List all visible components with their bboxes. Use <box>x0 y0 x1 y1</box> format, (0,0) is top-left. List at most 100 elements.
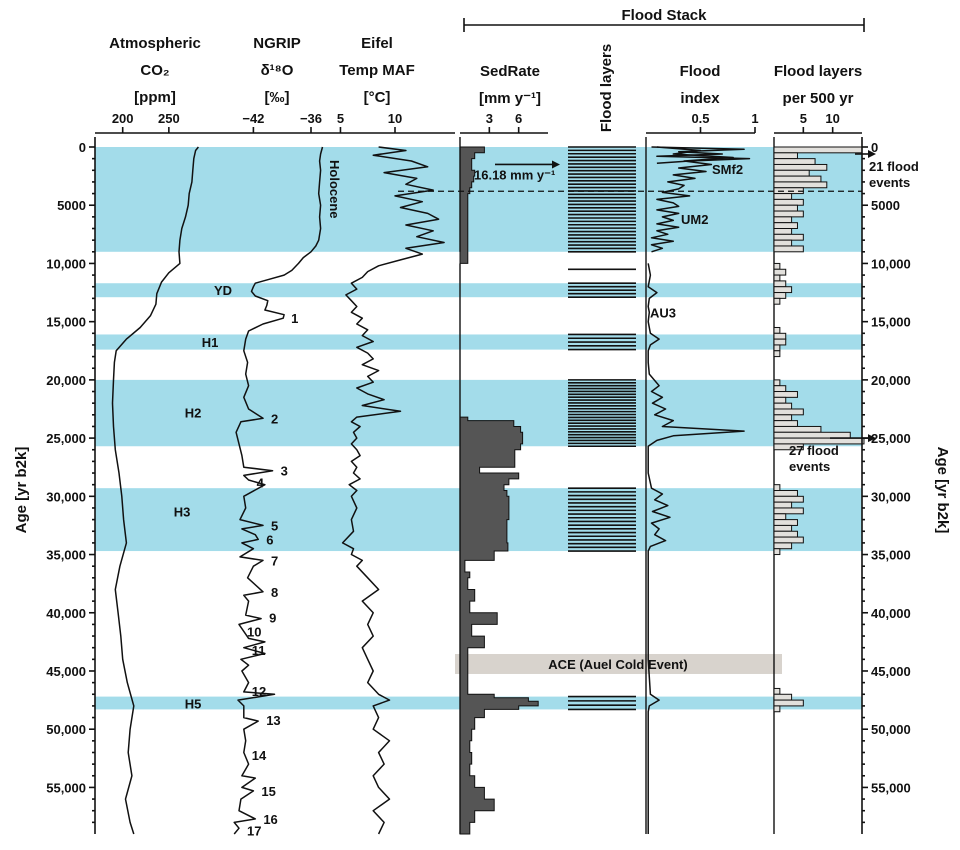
label-h2: H2 <box>185 405 202 420</box>
ace-label: ACE (Auel Cold Event) <box>548 657 687 672</box>
floodindex-series-smf2 <box>651 146 751 165</box>
left-age-label-3: 15,000 <box>46 315 86 330</box>
band-yd <box>95 283 862 298</box>
left-age-label-7: 35,000 <box>46 548 86 563</box>
header-floodper500-1: per 500 yr <box>783 90 854 107</box>
floodper500-bar <box>773 420 798 427</box>
interstadial-9: 9 <box>269 610 276 625</box>
floodper500-bar <box>773 548 781 556</box>
floodper500-bar <box>773 350 781 358</box>
floodper500-bar <box>773 181 828 189</box>
floodper500-bar <box>773 233 804 241</box>
floodper500-bar <box>773 280 787 288</box>
floodper500-bar <box>773 245 804 253</box>
floodper500-bar <box>773 152 798 160</box>
right-age-label-7: 35,000 <box>871 548 911 563</box>
flood-event-label-1-1: events <box>789 459 830 474</box>
interstadial-2: 2 <box>271 411 278 426</box>
interstadial-17: 17 <box>247 824 261 839</box>
right-age-label-11: 55,000 <box>871 780 911 795</box>
left-age-label-1: 5000 <box>57 198 86 213</box>
floodper500-bar <box>773 536 804 544</box>
label-smf2: SMf2 <box>712 162 743 177</box>
left-age-label-8: 40,000 <box>46 606 86 621</box>
floodper500-bar <box>773 490 798 497</box>
sedrate-area <box>459 146 539 835</box>
floodper500-bar <box>773 542 793 550</box>
interstadial-10: 10 <box>247 624 261 639</box>
tick-label-ngrip-1: −36 <box>300 111 322 126</box>
header-floodindex-0: Flood <box>680 63 721 80</box>
floodper500-bar <box>773 222 798 230</box>
header-floodper500-0: Flood layers <box>774 63 862 80</box>
tick-label-floodper500-1: 10 <box>825 111 839 126</box>
floodper500-bar <box>773 163 828 171</box>
flood-event-arrowhead-1 <box>868 434 876 443</box>
floodper500-bar <box>773 379 781 387</box>
floodper500-bar <box>773 687 781 695</box>
header-co2-2: [ppm] <box>134 89 176 106</box>
tick-label-temp-1: 10 <box>388 111 402 126</box>
tick-label-co2-0: 200 <box>112 111 134 126</box>
floodper500-bar <box>773 216 793 224</box>
label-um2: UM2 <box>681 212 708 227</box>
interstadial-14: 14 <box>252 748 267 763</box>
header-ngrip-0: NGRIP <box>253 35 301 52</box>
header-temp-2: [°C] <box>364 89 391 106</box>
flood-event-label-0-1: events <box>869 175 910 190</box>
right-age-label-6: 30,000 <box>871 489 911 504</box>
floodper500-bar <box>773 484 781 492</box>
header-floodindex-1: index <box>680 90 720 107</box>
floodper500-bar <box>773 391 798 398</box>
ace-rect <box>455 654 782 674</box>
tick-label-floodper500-0: 5 <box>800 111 807 126</box>
interstadial-5: 5 <box>271 518 278 533</box>
floodper500-bar <box>773 239 793 247</box>
tick-label-ngrip-0: −42 <box>242 111 264 126</box>
flood-event-label-0-0: 21 flood <box>869 159 919 174</box>
floodper500-bar <box>773 524 793 532</box>
floodper500-bar <box>773 693 793 701</box>
right-age-label-9: 45,000 <box>871 664 911 679</box>
floodper500-bar <box>773 443 804 451</box>
interstadial-13: 13 <box>266 713 280 728</box>
floodper500-bar <box>773 530 798 538</box>
header-flood-layers: Flood layers <box>598 44 615 132</box>
floodper500-bar <box>773 501 793 509</box>
floodper500-bar <box>773 431 851 439</box>
left-age-label-2: 10,000 <box>46 256 86 271</box>
floodper500-bar <box>773 286 793 294</box>
floodper500-bar <box>773 297 781 305</box>
interstadial-12: 12 <box>252 684 266 699</box>
right-age-label-8: 40,000 <box>871 606 911 621</box>
label-h5: H5 <box>185 697 202 712</box>
right-age-label-0: 0 <box>871 140 878 155</box>
label-au3: AU3 <box>650 305 676 320</box>
interstadial-8: 8 <box>271 585 278 600</box>
floodper500-bar <box>773 228 793 235</box>
flood-event-label-1-0: 27 flood <box>789 443 839 458</box>
left-age-label-6: 30,000 <box>46 489 86 504</box>
floodindex-series-um2 <box>650 146 734 253</box>
floodper500-bar <box>773 274 781 282</box>
header-co2-1: CO₂ <box>140 62 169 79</box>
flood-stack-title: Flood Stack <box>621 7 707 24</box>
interstadial-4: 4 <box>257 475 265 490</box>
left-age-label-11: 55,000 <box>46 780 86 795</box>
floodper500-bar <box>773 402 793 410</box>
right-age-axis-label: Age [yr b2k] <box>934 447 951 534</box>
right-age-label-1: 5000 <box>871 198 900 213</box>
floodper500-bar <box>773 158 816 165</box>
event-labels: HoloceneYDH1H2H3H5SMf2UM2AU3123456789101… <box>174 160 743 839</box>
header-ngrip-1: δ¹⁸O <box>261 62 294 79</box>
right-age-label-5: 25,000 <box>871 431 911 446</box>
interstadial-15: 15 <box>261 784 275 799</box>
interstadial-1: 1 <box>291 311 298 326</box>
floodper500-bar <box>773 292 787 299</box>
header-temp-1: Temp MAF <box>339 62 415 79</box>
interstadial-16: 16 <box>263 812 277 827</box>
header-sedrate-0: SedRate <box>480 63 540 80</box>
floodper500-bar <box>773 268 787 276</box>
left-age-axis-label: Age [yr b2k] <box>13 447 30 534</box>
